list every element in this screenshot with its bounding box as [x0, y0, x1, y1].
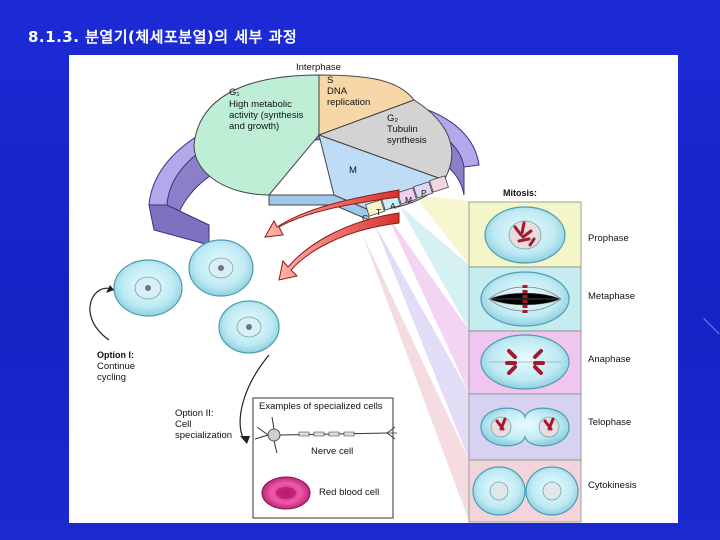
m-label: M: [349, 165, 357, 176]
cycling-cell-3: [218, 300, 280, 354]
g2-label: G₂: [387, 113, 398, 124]
option1-arrowhead: [106, 285, 114, 293]
s-desc-line2: replication: [327, 97, 370, 108]
option1-title: Option I:: [97, 350, 134, 360]
projection-beam-metaphase: [399, 205, 469, 330]
g1-desc-line3: and growth): [229, 121, 279, 132]
option2-title: Option II:: [175, 408, 214, 419]
g1-desc-line2: activity (synthesis: [229, 110, 304, 121]
stage-telophase: [468, 393, 582, 461]
option1-arrow: [89, 287, 115, 341]
stage-prophase: [468, 201, 582, 268]
mini-label-a: A: [390, 201, 396, 211]
projection-beam-anaphase: [387, 215, 469, 393]
specialized-title: Examples of specialized cells: [259, 401, 383, 412]
g2-sector: [317, 99, 453, 181]
projection-beam-telophase: [374, 223, 469, 460]
slide-title: 8.1.3. 분열기(체세포분열)의 세부 과정: [28, 28, 298, 46]
mini-label-t: T: [376, 207, 381, 217]
red-blood-cell-icon: [261, 476, 311, 510]
stage-label-anaphase: Anaphase: [588, 354, 631, 365]
g1-label: G₁: [229, 87, 240, 98]
cycling-cell-1: [113, 259, 183, 317]
s-desc-line1: DNA: [327, 86, 348, 97]
interphase-ring-tail: [148, 204, 210, 246]
stage-label-telophase: Telophase: [588, 417, 631, 428]
option2-arrow: [239, 354, 270, 441]
cycling-cell-2: [188, 239, 254, 297]
stage-label-prophase: Prophase: [588, 233, 629, 244]
stage-cytokinesis: [468, 459, 582, 523]
projection-beam-cytokinesis: [361, 231, 469, 521]
cell-cycle-figure: P M A T C Interphase G₁ High metabolic a…: [69, 55, 678, 523]
mini-label-c: C: [362, 213, 368, 223]
option2-arrowhead: [240, 436, 250, 444]
page-number: 12: [664, 509, 677, 521]
nerve-cell-label: Nerve cell: [311, 446, 353, 457]
mini-label-m: M: [405, 195, 412, 205]
stage-label-cytokinesis: Cytokinesis: [588, 480, 637, 491]
nerve-cell-icon: [254, 416, 397, 454]
stage-label-metaphase: Metaphase: [588, 291, 635, 302]
rbc-label: Red blood cell: [319, 487, 379, 498]
stage-metaphase: [468, 266, 582, 332]
g2-desc-line2: synthesis: [387, 135, 427, 146]
s-label: S: [327, 75, 333, 86]
return-arrow-lower: [278, 212, 400, 281]
g1-sector: [193, 74, 320, 196]
mitosis-header: Mitosis:: [503, 188, 537, 198]
option1-desc-line2: cycling: [97, 372, 126, 383]
s-sector: [318, 74, 415, 136]
stage-anaphase: [468, 330, 582, 395]
cell-cycle-diagram: P M A T C Interphase G₁ High metabolic a…: [89, 62, 637, 523]
decorative-slash: [703, 318, 720, 335]
g1-desc-line1: High metabolic: [229, 99, 292, 110]
interphase-label: Interphase: [296, 62, 341, 73]
return-arrow-upper: [264, 189, 400, 238]
option1-desc-line1: Continue: [97, 361, 135, 372]
option2-desc-line1: Cell: [175, 419, 191, 430]
projection-beam-prophase: [414, 195, 469, 265]
mini-label-p: P: [421, 188, 427, 198]
g2-desc-line1: Tubulin: [387, 124, 418, 135]
option2-desc-line2: specialization: [175, 430, 232, 441]
